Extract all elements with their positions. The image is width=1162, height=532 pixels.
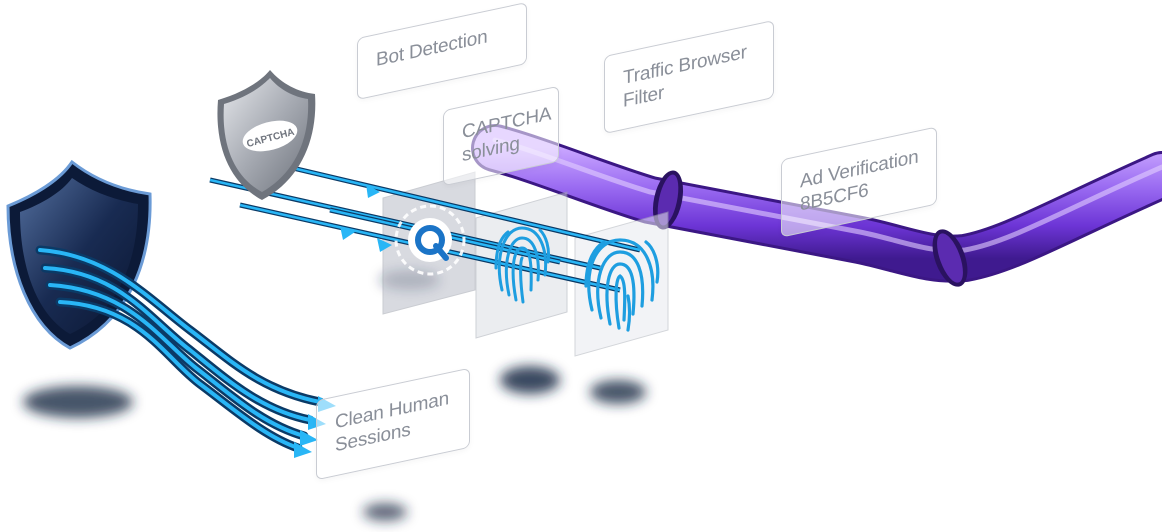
- arrow-icon: [294, 442, 312, 458]
- clean-human-sessions-label: Clean Human Sessions: [335, 388, 449, 457]
- arrow-icon: [340, 226, 355, 240]
- fingerprint-icon-large: [584, 238, 660, 332]
- arrow-icon: [366, 184, 380, 198]
- clean-session-flow: [35, 245, 336, 458]
- ad-verification-label: Ad Verification 8B5CF6: [800, 146, 919, 216]
- traffic-browser-filter-label: Traffic Browser Filter: [623, 41, 747, 113]
- search-q-icon: [394, 204, 466, 276]
- arrow-icon: [300, 430, 318, 446]
- ground-shadows: [23, 270, 646, 521]
- captcha-solving-label: CAPTCHA solving: [462, 103, 552, 167]
- arrow-icon: [377, 238, 392, 252]
- fingerprint-icon: [494, 226, 550, 304]
- bot-detection-label: Bot Detection: [376, 26, 488, 72]
- captcha-shield-icon: CAPTCHA: [217, 70, 316, 200]
